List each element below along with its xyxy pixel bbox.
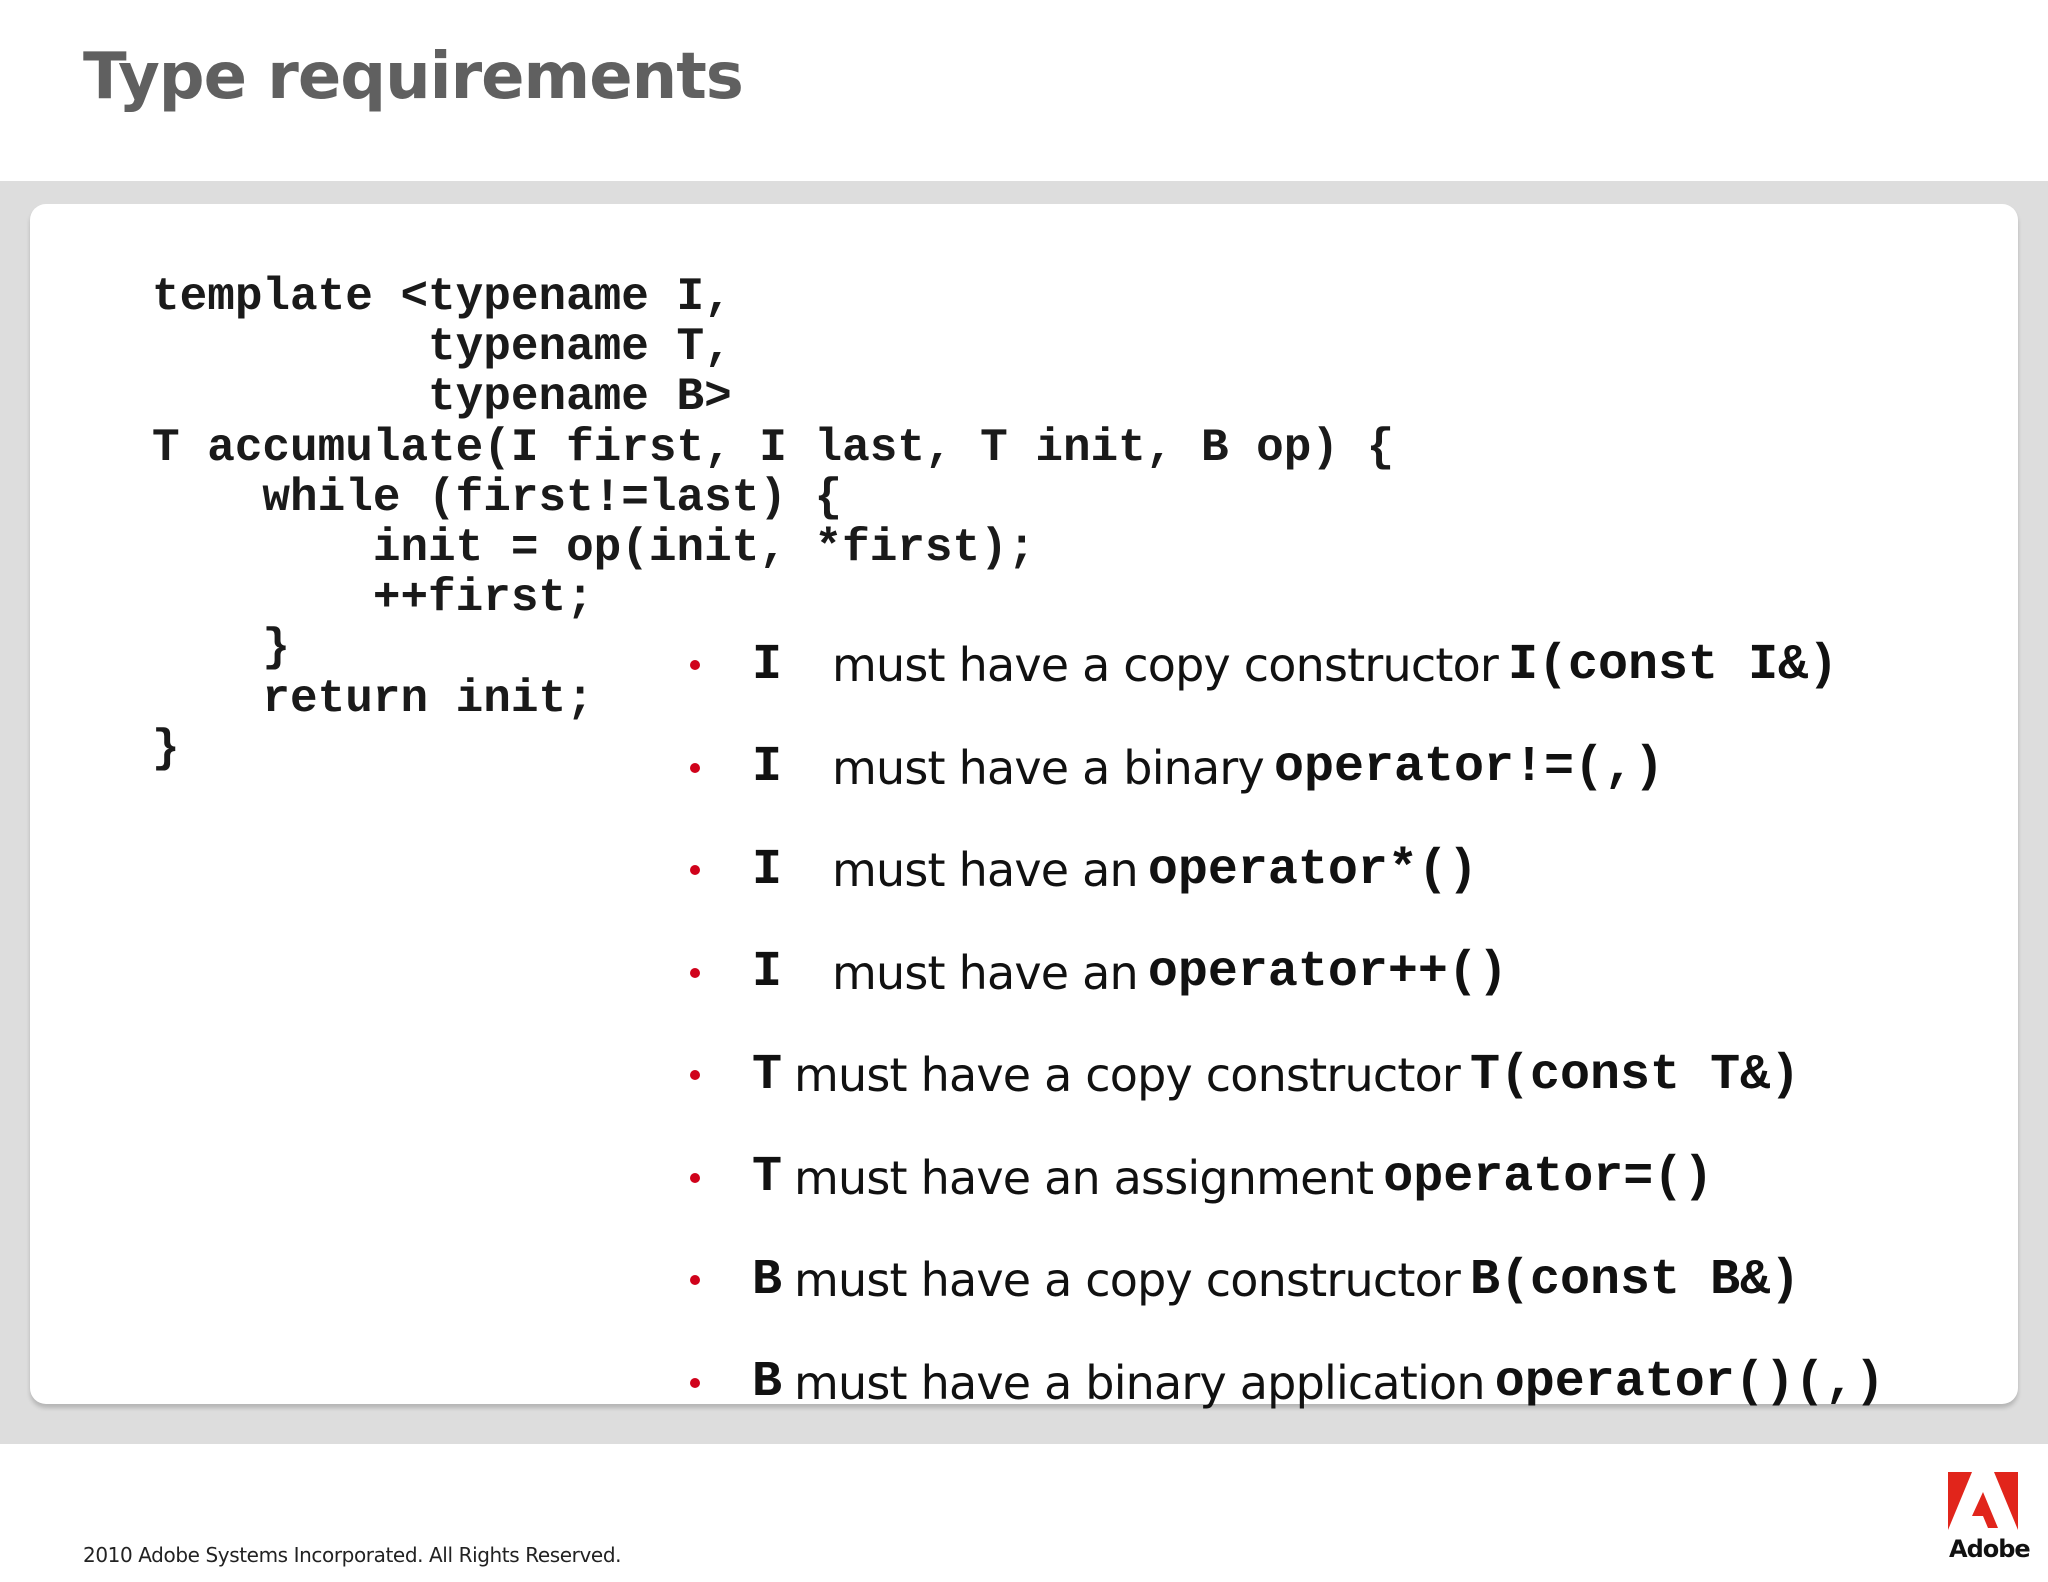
requirement-text: must have a copy constructor [794,1048,1461,1103]
requirement-item: B must have a binary application operato… [690,1332,2010,1435]
requirement-text: must have an [832,843,1139,898]
requirement-type: T [752,1149,783,1207]
code-line: while (first!=last) { [152,471,843,524]
requirement-type: T [752,1046,783,1104]
requirement-item: T must have a copy constructor T(const T… [690,1024,2010,1127]
requirement-code: operator*() [1147,841,1478,899]
bullet-dot-icon [690,762,700,773]
code-line: } [152,722,180,775]
requirement-text: must have an assignment [794,1150,1374,1205]
bullet-dot-icon [690,1275,700,1286]
code-line: } [152,622,291,675]
requirement-type: I [752,739,783,797]
code-line: typename T, [152,321,732,374]
content-panel [30,204,2018,1404]
requirement-text: must have a copy constructor [832,638,1499,693]
requirement-type: B [752,1251,783,1309]
requirement-text: must have a copy constructor [794,1253,1461,1308]
bullet-dot-icon [690,1070,700,1081]
code-line: typename B> [152,371,732,424]
bullet-dot-icon [690,1172,700,1183]
slide-title: Type requirements [83,40,744,114]
requirement-type: I [752,944,783,1002]
requirement-item: T must have an assignment operator=() [690,1127,2010,1230]
bullet-dot-icon [690,865,700,876]
requirement-code: B(const B&) [1470,1251,1801,1309]
bullet-dot-icon [690,660,700,671]
requirement-item: B must have a copy constructor B(const B… [690,1229,2010,1332]
requirement-code: T(const T&) [1470,1046,1801,1104]
requirement-type: I [752,841,783,899]
requirement-text: must have a binary application [794,1355,1486,1410]
requirement-type: I [752,636,783,694]
code-line: T accumulate(I first, I last, T init, B … [152,421,1395,474]
requirements-list: I must have a copy constructor I(const I… [690,614,2010,1434]
requirement-code: operator!=(,) [1273,739,1665,797]
code-line: init = op(init, *first); [152,522,1036,575]
adobe-logo-text: Adobe [1949,1535,2031,1563]
requirement-item: I must have a binary operator!=(,) [690,717,2010,820]
requirement-text: must have a binary [832,740,1265,795]
requirement-code: operator=() [1383,1149,1714,1207]
requirement-type: B [752,1354,783,1412]
requirement-item: I must have an operator*() [690,819,2010,922]
code-line: template <typename I, [152,271,732,323]
requirement-text: must have an [832,945,1139,1000]
bullet-dot-icon [690,1377,700,1388]
requirement-code: operator++() [1147,944,1508,1002]
requirement-code: operator()(,) [1494,1354,1885,1412]
requirement-code: I(const I&) [1508,636,1839,694]
code-line: return init; [152,672,594,725]
requirement-item: I must have an operator++() [690,922,2010,1025]
code-line: ++first; [152,572,594,625]
bullet-dot-icon [690,967,700,978]
copyright-notice: 2010 Adobe Systems Incorporated. All Rig… [83,1543,622,1567]
code-block: template <typename I, typename T, typena… [152,272,1394,774]
adobe-logo-icon [1948,1472,2018,1530]
requirement-item: I must have a copy constructor I(const I… [690,614,2010,717]
